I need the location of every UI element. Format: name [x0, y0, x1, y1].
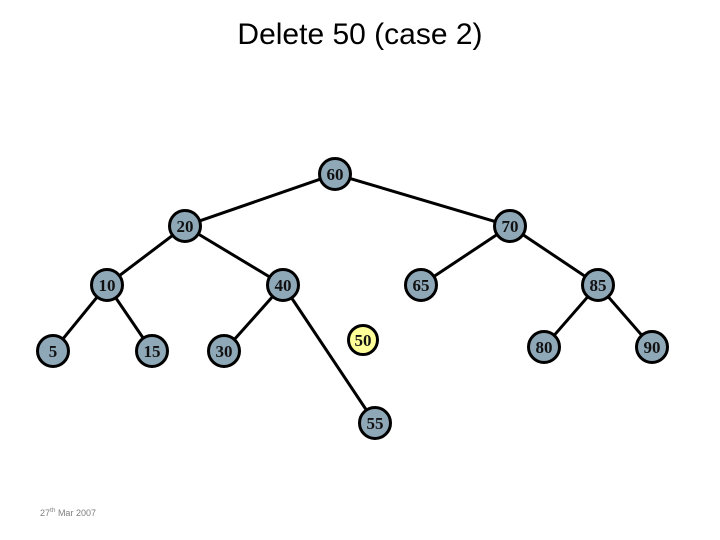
footer-date-rest: Mar 2007 — [55, 508, 96, 518]
footer-date: 27th Mar 2007 — [40, 507, 96, 519]
tree-node-50[interactable]: 50 — [347, 324, 379, 356]
footer-date-ordinal: th — [50, 507, 56, 514]
tree-node-30[interactable]: 30 — [207, 334, 241, 368]
tree-edge — [606, 294, 644, 338]
tree-node-5[interactable]: 5 — [36, 334, 70, 368]
tree-node-15[interactable]: 15 — [135, 334, 169, 368]
tree-node-label: 85 — [589, 275, 607, 295]
tree-node-55[interactable]: 55 — [358, 406, 392, 440]
tree-node-10[interactable]: 10 — [90, 268, 124, 302]
tree-edge — [197, 177, 323, 223]
tree-node-label: 5 — [48, 341, 58, 361]
tree-edge — [520, 232, 588, 279]
tree-node-65[interactable]: 65 — [404, 268, 438, 302]
tree-edge — [113, 295, 146, 341]
tree-node-70[interactable]: 70 — [493, 209, 527, 243]
tree-node-label: 80 — [535, 337, 553, 357]
tree-node-label: 15 — [143, 341, 161, 361]
tree-node-label: 65 — [412, 275, 430, 295]
tree-node-90[interactable]: 90 — [635, 330, 669, 364]
tree-node-label: 70 — [501, 216, 519, 236]
tree-node-label: 20 — [176, 216, 194, 236]
footer-date-day: 27 — [40, 508, 51, 518]
tree-edge — [232, 294, 275, 342]
tree-node-label: 50 — [354, 330, 372, 350]
tree-node-label: 10 — [98, 275, 116, 295]
tree-node-20[interactable]: 20 — [168, 209, 202, 243]
tree-edge — [432, 232, 499, 279]
tree-edge — [196, 232, 272, 279]
tree-edge — [289, 295, 369, 413]
tree-node-label: 60 — [326, 164, 344, 184]
tree-node-40[interactable]: 40 — [266, 268, 300, 302]
tree-node-label: 55 — [366, 413, 384, 433]
tree-edge — [552, 294, 590, 338]
tree-node-label: 30 — [215, 341, 233, 361]
page-title: Delete 50 (case 2) — [237, 18, 483, 51]
tree-node-80[interactable]: 80 — [527, 330, 561, 364]
tree-edge — [60, 295, 100, 341]
tree-node-label: 90 — [643, 337, 661, 357]
tree-node-label: 40 — [274, 275, 292, 295]
tree-edge — [117, 233, 175, 278]
tree-edge — [347, 176, 498, 224]
tree-node-60[interactable]: 60 — [318, 157, 352, 191]
tree-node-85[interactable]: 85 — [581, 268, 615, 302]
